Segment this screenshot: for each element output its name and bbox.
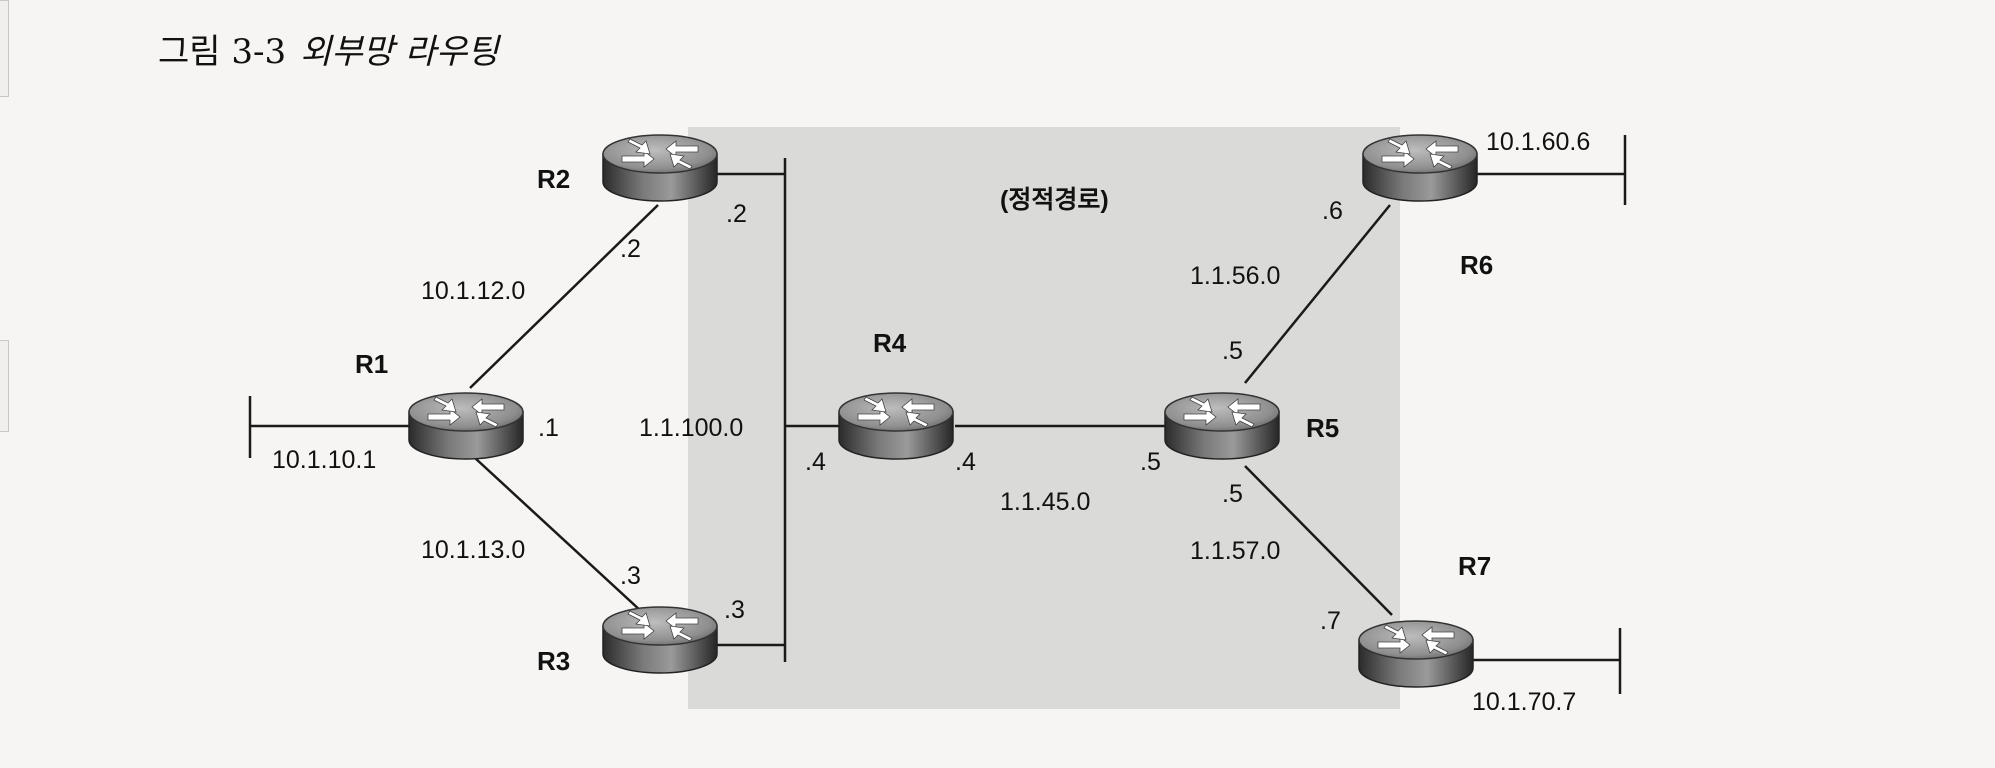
router-name-r5: R5 — [1306, 413, 1339, 443]
router-icon — [1164, 392, 1280, 460]
page-edge-mark — [0, 340, 9, 432]
link-r5-r7 — [1244, 465, 1393, 616]
figure-number: 그림 3-3 — [158, 32, 287, 72]
page-edge-mark — [0, 0, 9, 97]
link-r1-r2 — [469, 204, 659, 389]
interface-label: .3 — [724, 596, 745, 624]
router-name-r3: R3 — [537, 646, 570, 676]
static-route-region — [688, 127, 1400, 709]
interface-label: .5 — [1222, 480, 1243, 508]
router-name-r6: R6 — [1460, 250, 1493, 280]
interface-label: .5 — [1222, 337, 1243, 365]
interface-label: .2 — [726, 200, 747, 228]
router-name-r1: R1 — [355, 349, 388, 379]
interface-label: .2 — [620, 235, 641, 263]
figure-title: 그림 3-3 외부망 라우팅 — [158, 24, 499, 73]
network-label: 1.1.45.0 — [1000, 488, 1090, 516]
router-name-r7: R7 — [1458, 551, 1491, 581]
router-icon — [408, 392, 524, 460]
network-label: 1.1.56.0 — [1190, 262, 1280, 290]
interface-label: .1 — [538, 414, 559, 442]
router-name-r2: R2 — [537, 164, 570, 194]
network-label: 1.1.100.0 — [639, 414, 743, 442]
network-label: 10.1.70.7 — [1472, 688, 1576, 716]
figure-caption: 외부망 라우팅 — [300, 32, 499, 72]
interface-label: .7 — [1320, 607, 1341, 635]
router-icon — [838, 392, 954, 460]
router-icon — [1362, 134, 1478, 202]
network-label: 10.1.10.1 — [272, 446, 376, 474]
router-name-r4: R4 — [873, 328, 907, 358]
link-r5-r6 — [1244, 204, 1391, 384]
router-icon — [602, 134, 718, 202]
router-icon — [1358, 620, 1474, 688]
network-label: 1.1.57.0 — [1190, 537, 1280, 565]
interface-label: .3 — [620, 562, 641, 590]
interface-label: .4 — [955, 448, 976, 476]
interface-label: .5 — [1140, 448, 1161, 476]
network-label: 10.1.60.6 — [1486, 128, 1590, 156]
network-label: 10.1.13.0 — [421, 536, 525, 564]
link-r1-r3 — [474, 457, 643, 613]
interface-label: .4 — [805, 448, 826, 476]
interface-label: .6 — [1322, 197, 1343, 225]
router-icon — [602, 606, 718, 674]
network-label: 10.1.12.0 — [421, 277, 525, 305]
region-label: (정적경로) — [1000, 186, 1109, 214]
